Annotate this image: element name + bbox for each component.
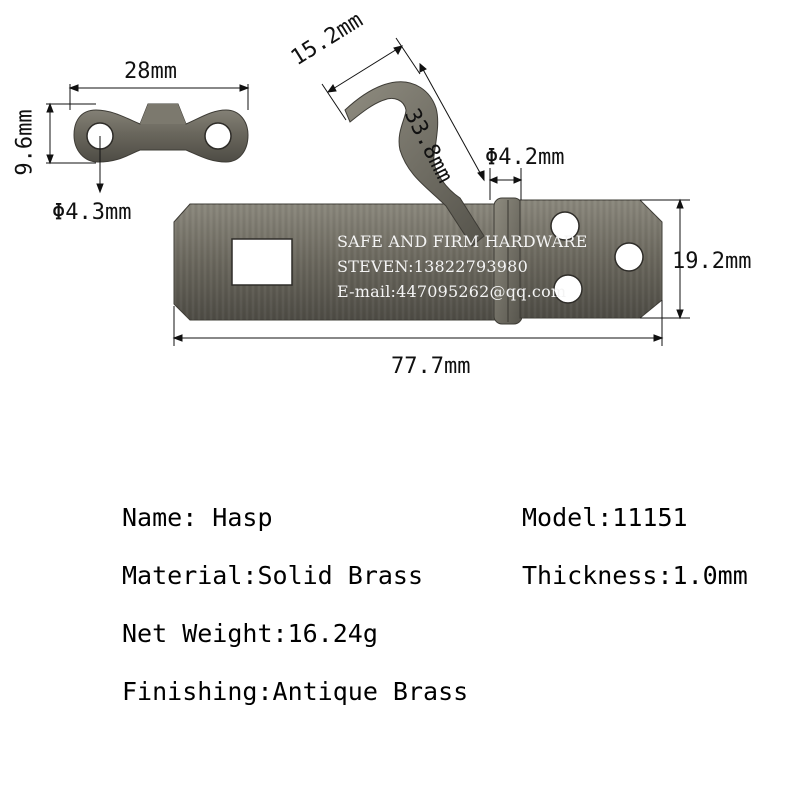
spec-thickness: Thickness:1.0mm — [522, 561, 748, 590]
hook-dimension-lines — [321, 37, 485, 182]
label-staple-width: 28mm — [124, 59, 177, 84]
spec-name: Name: Hasp — [122, 503, 273, 532]
leaf-hole-right — [614, 242, 644, 272]
hook-part — [344, 81, 485, 247]
height-dimension-lines — [640, 198, 690, 320]
spec-finishing: Finishing:Antique Brass — [122, 677, 469, 706]
label-staple-hole: Φ4.3mm — [52, 200, 132, 225]
staple-hole-right — [204, 122, 232, 150]
leaf-hole-bottom — [553, 274, 583, 304]
leaf-hole-top — [550, 211, 580, 241]
label-total-length: 77.7mm — [391, 354, 471, 379]
spec-material: Material:Solid Brass — [122, 561, 424, 590]
pin-dimension-lines — [488, 168, 523, 200]
spec-model: Model:11151 — [522, 503, 688, 532]
label-plate-height: 19.2mm — [672, 249, 752, 274]
watermark-email: E-mail:447095262@qq.com — [337, 282, 567, 301]
watermark-phone: STEVEN:13822793980 — [337, 257, 528, 276]
watermark-company: SAFE AND FIRM HARDWARE — [337, 232, 588, 251]
hasp-slot — [231, 238, 293, 286]
spec-weight: Net Weight:16.24g — [122, 619, 378, 648]
product-figure: 28mm 9.6mm Φ4.3mm 15.2mm 33.8mm Φ4.2mm 1… — [12, 8, 752, 379]
label-staple-height: 9.6mm — [12, 109, 38, 176]
label-hinge-pin: Φ4.2mm — [485, 145, 565, 170]
hinge-leaf — [519, 199, 663, 319]
length-dimension-lines — [172, 300, 664, 346]
staple-dimension-lines — [46, 84, 250, 194]
hasp-plate — [173, 203, 501, 321]
hasp-drawing — [46, 37, 690, 346]
hinge-knuckle — [493, 197, 523, 325]
